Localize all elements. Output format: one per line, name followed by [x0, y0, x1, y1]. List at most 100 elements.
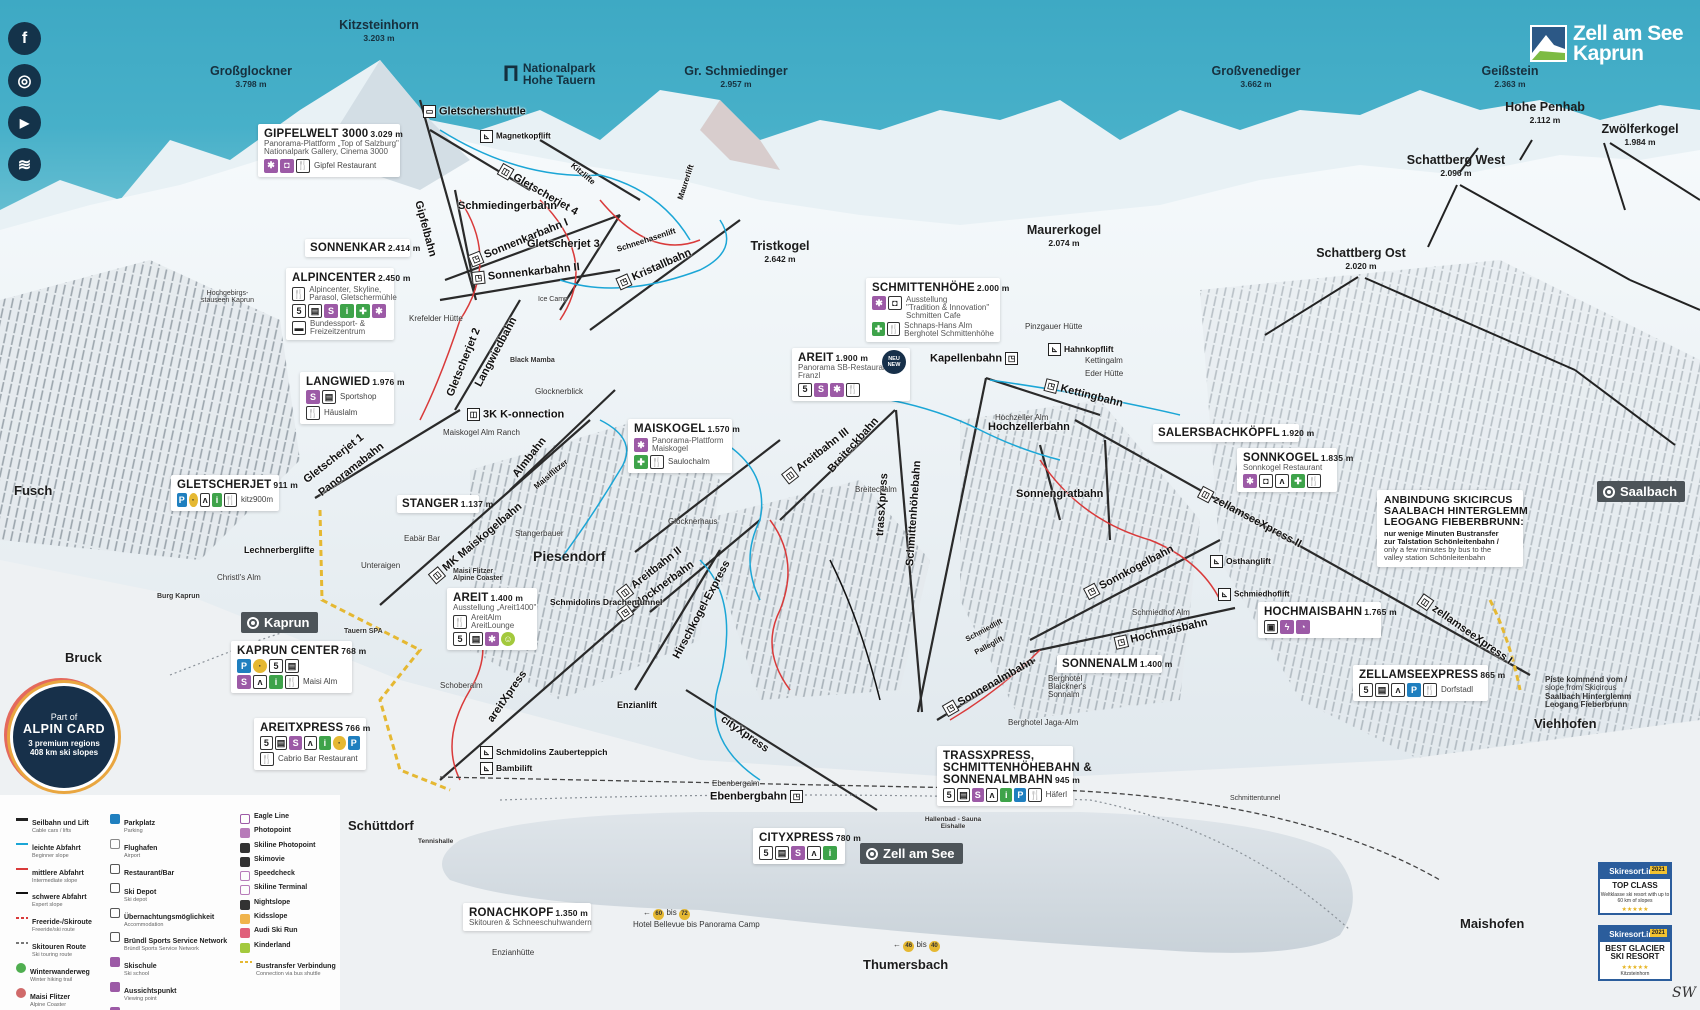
town-badge-kaprun[interactable]: Kaprun: [241, 612, 318, 633]
rescue-icon: ✚: [356, 304, 370, 319]
parking-icon: P: [177, 493, 187, 508]
hut-unteraigen[interactable]: Unteraigen: [361, 561, 401, 570]
hut-kettingalm[interactable]: Kettingalm: [1085, 356, 1123, 365]
lift-hahnkopflift[interactable]: ⊾Hahnkopflift: [1048, 343, 1114, 356]
alpin-card-badge[interactable]: Part of ALPIN CARD 3 premium regions 408…: [10, 683, 118, 791]
town-badge-saalbach[interactable]: Saalbach: [1597, 481, 1686, 502]
hut-eabaer-bar[interactable]: Eabär Bar: [404, 534, 441, 543]
restaurant-icon: 🍴: [1423, 683, 1437, 698]
hallenbad-sauna-eishalle-label: Hallenbad - Sauna Eishalle: [924, 816, 982, 830]
hut-breiteckalm[interactable]: Breiteckalm: [855, 485, 897, 494]
service-network-icon: 5: [943, 788, 956, 803]
legend-skiline-terminal: Skiline Terminal: [240, 884, 350, 896]
hut-glocknerhaus[interactable]: Glocknerhaus: [668, 517, 718, 526]
info-icon: i: [318, 736, 332, 751]
lift-schmiedhoflift[interactable]: ⊾Schmiedhoflift: [1218, 588, 1290, 601]
hut-stangerbauer[interactable]: Stangerbauer: [515, 529, 564, 538]
lift-enzianlift[interactable]: Enzianlift: [617, 700, 657, 710]
arrow-left-icon: ←: [643, 908, 651, 917]
lift-schmiedingerbahn[interactable]: Schmiedingerbahn: [458, 200, 558, 212]
ski-school-icon: S: [324, 304, 338, 319]
info-icon: i: [212, 493, 222, 508]
lift-hochzellerbahn[interactable]: Hochzellerbahn: [988, 421, 1070, 433]
youtube-icon[interactable]: ▶: [8, 106, 41, 139]
hut-glocknerblick[interactable]: Glocknerblick: [535, 387, 584, 396]
hut-enzianhuette[interactable]: Enzianhütte: [492, 948, 535, 957]
lift-3k-konnection[interactable]: ◫3K K-onnection: [467, 408, 564, 421]
instagram-icon[interactable]: ◎: [8, 64, 41, 97]
lift-sonnengratbahn[interactable]: Sonnengratbahn: [1016, 488, 1104, 500]
hut-schmiedhof-alm[interactable]: Schmiedhof Alm: [1132, 608, 1190, 617]
lift-gletschershuttle[interactable]: ▭Gletschershuttle: [423, 105, 526, 118]
legend-restaurant: Restaurant/Bar: [110, 863, 234, 879]
parking-icon: [110, 814, 120, 824]
lift-schmidolins-drachentunnel[interactable]: Schmidolins Drachentunnel: [550, 597, 663, 607]
airplane-icon: [110, 838, 120, 849]
hut-berghotel-jaga-alm[interactable]: Berghotel Jaga-Alm: [1008, 718, 1079, 727]
hut-christls-alm[interactable]: Christl's Alm: [217, 573, 261, 582]
hut-hochzeller-alm[interactable]: Hochzeller Alm: [995, 413, 1049, 422]
hut-pinzgauer-huette[interactable]: Pinzgauer Hütte: [1025, 322, 1083, 331]
town-badge-zell-am-see[interactable]: Zell am See: [860, 843, 963, 864]
lift-ebenbergbahn[interactable]: Ebenbergbahn◳: [710, 790, 806, 803]
wifi-icon[interactable]: ≋: [8, 148, 41, 181]
hut-schoberalm[interactable]: Schoberalm: [440, 681, 483, 690]
info-icon: i: [1000, 788, 1013, 803]
ski-school-icon: S: [791, 846, 805, 861]
lift-kapellenbahn[interactable]: Kapellenbahn◳: [930, 352, 1021, 365]
hut-eder-huette[interactable]: Eder Hütte: [1085, 369, 1124, 378]
hut-ice-camp[interactable]: Ice Camp: [538, 296, 568, 303]
lift-magnetkopflift[interactable]: ⊾Magnetkopflift: [480, 130, 551, 143]
hut-maiskogel-alm-ranch[interactable]: Maiskogel Alm Ranch: [443, 428, 520, 437]
location-pin-icon: [866, 847, 878, 860]
lift-schmidolins-zauberteppich[interactable]: ⊾Schmidolins Zauberteppich: [480, 746, 607, 759]
service-network-icon: 5: [759, 846, 773, 861]
maisi-flitzer-coaster[interactable]: Maisi Flitzer Alpine Coaster: [453, 568, 503, 582]
station-trassxpress[interactable]: TRASSXPRESS, SCHMITTENHÖHEBAHN & SONNENA…: [937, 746, 1092, 807]
photopoint-icon: ◘: [1259, 474, 1273, 489]
hut-ebenbergalm[interactable]: Ebenbergalm: [712, 779, 760, 788]
kidsslope-icon: [240, 914, 250, 925]
photopoint-icon: ◘: [888, 296, 902, 311]
lift-osthanglift[interactable]: ⊾Osthanglift: [1210, 555, 1271, 568]
bed-icon: [110, 907, 120, 918]
hut-krefelder-huette[interactable]: Krefelder Hütte: [409, 314, 463, 323]
lift-lechnerberglifte[interactable]: Lechnerberglifte: [244, 545, 315, 555]
bus-stop-icon: ·: [253, 659, 267, 674]
lift-bambilift[interactable]: ⊾Bambilift: [480, 762, 532, 775]
restaurant-icon: 🍴: [296, 158, 310, 173]
parking-icon: P: [1014, 788, 1027, 803]
facebook-icon[interactable]: f: [8, 22, 41, 55]
tow-lift-icon: ⊾: [1210, 555, 1223, 568]
location-pin-icon: [247, 616, 259, 629]
lift-gletscherjet-3[interactable]: Gletscherjet 3: [527, 238, 600, 250]
hut-berghotel-blaickners-sonnalm[interactable]: Berghotel Blaickner's Sonnalm: [1048, 674, 1087, 699]
